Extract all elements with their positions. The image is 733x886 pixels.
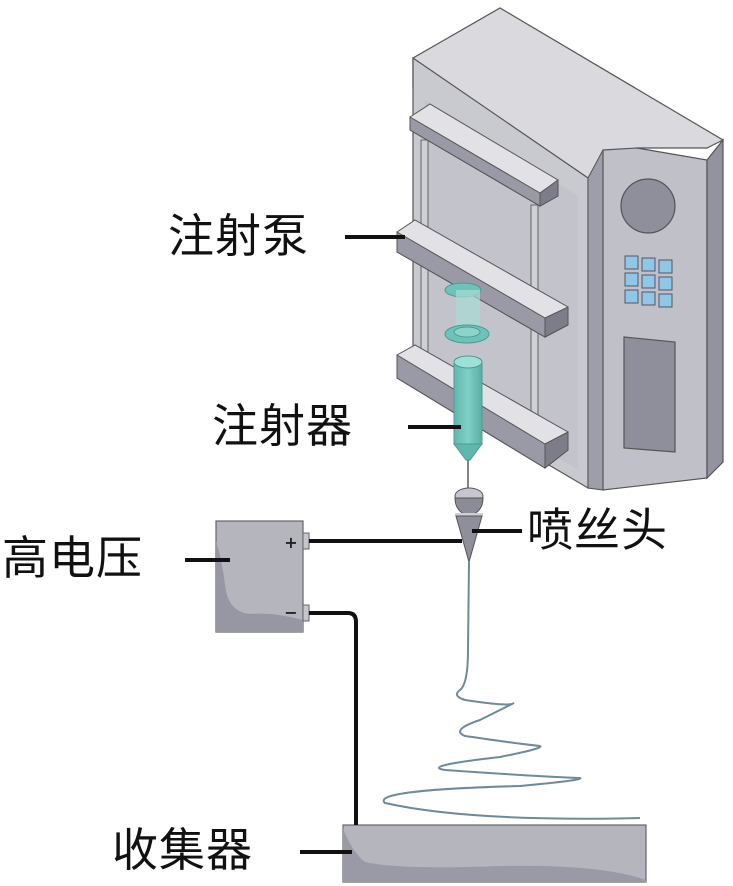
display-circle (620, 178, 676, 234)
display-slot (623, 336, 676, 453)
spinneret (454, 487, 484, 564)
keypad (624, 255, 673, 308)
leader-lines (185, 235, 522, 854)
high-voltage-supply: + − (215, 520, 310, 633)
wires (309, 539, 462, 825)
fiber-jet (382, 561, 641, 820)
collector (342, 824, 647, 883)
collector-label: 收集器 (112, 823, 253, 877)
positive-terminal-label: + (284, 533, 297, 552)
syringe-label: 注射器 (212, 399, 353, 453)
syringe-pump (396, 7, 725, 491)
high-voltage-label: 高电压 (2, 531, 143, 585)
negative-terminal-label: − (284, 603, 297, 622)
syringe (444, 282, 490, 494)
spinneret-label: 喷丝头 (527, 503, 668, 557)
syringe-pump-label: 注射泵 (168, 209, 309, 263)
